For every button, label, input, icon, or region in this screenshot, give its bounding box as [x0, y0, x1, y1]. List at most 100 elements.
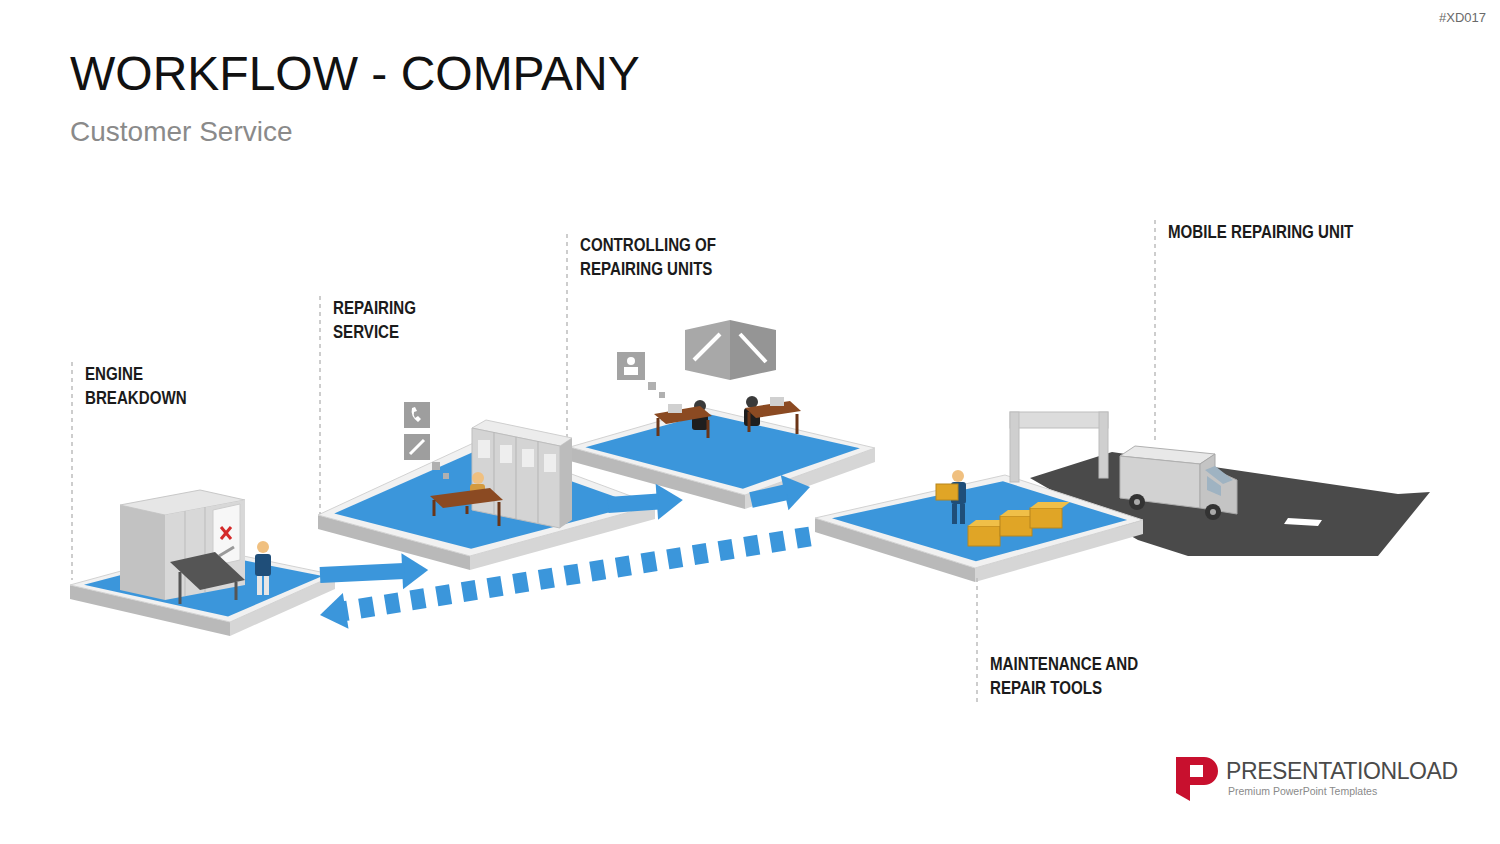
platform-rim: [815, 475, 1143, 568]
worker-part: [257, 541, 269, 553]
engine-machine-part: [205, 507, 206, 592]
step-label: MAINTENANCE AND REPAIR TOOLS: [990, 652, 1192, 700]
arrow-head: [656, 484, 683, 520]
controlling-office-part: [707, 420, 710, 438]
service-office-part: [494, 432, 495, 514]
engine-machine-part: [185, 511, 186, 596]
service-office-part: [470, 484, 485, 500]
engine-machine-part: [221, 527, 231, 539]
controlling-office-part: [627, 357, 635, 365]
controlling-office-part: [694, 400, 706, 412]
logo-mark: [1176, 757, 1218, 801]
tool-store-part: [1010, 412, 1019, 482]
controlling-office-part: [744, 408, 760, 426]
polygon-shape: [1200, 454, 1237, 514]
service-office-part: [410, 440, 424, 454]
page-title: WORKFLOW - COMPANY: [70, 46, 640, 101]
slide-code: #XD017: [1439, 10, 1486, 25]
engine-machine-part: [235, 582, 238, 600]
node-shape: [1115, 440, 1240, 525]
controlling-office-part: [624, 367, 638, 375]
node-shape: [70, 540, 320, 640]
circle-shape: [1205, 504, 1221, 520]
engine-machine-part: [120, 490, 245, 515]
platform-floor: [832, 481, 1127, 561]
worker-part: [255, 554, 271, 576]
service-office-part: [478, 440, 490, 458]
tool-store-part: [1000, 516, 1032, 536]
service-office-part: [538, 441, 539, 523]
truck-node: MOBILE REPAIRING UNIT: [1115, 440, 1240, 525]
flow-arrow: [608, 484, 683, 520]
leader-lines: [72, 220, 1155, 702]
process-platform: MAINTENANCE AND REPAIR TOOLS: [810, 465, 1140, 575]
tool-store-part: [968, 526, 1000, 546]
logo-mark-part: [1176, 757, 1218, 801]
process-platform: REPAIRING SERVICE: [318, 440, 608, 570]
controlling-office-part: [694, 334, 720, 360]
service-office-part: [560, 438, 572, 528]
arrow-head: [781, 475, 810, 510]
engine-machine: [120, 490, 245, 604]
platform-floor: [585, 414, 860, 489]
engine-machine-part: [221, 527, 231, 539]
step-label: MOBILE REPAIRING UNIT: [1168, 220, 1357, 244]
tool-store-part: [952, 470, 964, 482]
controlling-office-part: [657, 418, 660, 436]
leader-lines-part: [71, 362, 73, 580]
logo-mark-part: [1190, 765, 1203, 777]
service-office-part: [404, 434, 430, 460]
service-office-part: [472, 472, 484, 484]
engine-machine-part: [213, 504, 240, 566]
controlling-office-part: [692, 412, 708, 430]
circle-shape: [1134, 499, 1140, 505]
controlling-office-part: [659, 392, 665, 398]
service-office-part: [433, 500, 436, 516]
arrow-head: [401, 553, 428, 589]
controlling-office-part: [730, 320, 776, 380]
controlling-office-part: [745, 401, 801, 418]
service-office-part: [430, 488, 503, 508]
controlling-office-part: [748, 412, 751, 432]
tool-store-part: [1030, 508, 1062, 528]
node-shape: [810, 465, 1140, 575]
service-office-part: [544, 454, 556, 472]
page-subtitle: Customer Service: [70, 116, 293, 148]
tool-store: [936, 412, 1108, 546]
arrow-shaft: [608, 502, 659, 505]
engine-machine-part: [219, 547, 234, 556]
arrow-shaft: [320, 571, 404, 575]
service-office-part: [472, 420, 572, 446]
leader-lines-part: [566, 234, 568, 442]
controlling-office-part: [617, 352, 645, 380]
controlling-office-part: [796, 414, 799, 434]
flow-arrow: [751, 475, 810, 510]
service-office-part: [516, 437, 517, 519]
truck: [1120, 446, 1237, 520]
step-label: ENGINE BREAKDOWN: [85, 362, 219, 410]
leader-lines-part: [319, 296, 321, 514]
controlling-office-part: [740, 334, 766, 362]
tool-store-part: [952, 504, 957, 524]
service-office-part: [412, 407, 421, 422]
brand-tagline: Premium PowerPoint Templates: [1228, 785, 1377, 797]
engine-machine-part: [170, 552, 245, 590]
service-office-part: [432, 462, 440, 470]
controlling-office-part: [746, 396, 758, 408]
flow-arrow: [320, 553, 428, 589]
tool-store-part: [936, 484, 958, 500]
tool-store-part: [1030, 502, 1070, 508]
step-label: CONTROLLING OF REPAIRING UNITS: [580, 233, 773, 281]
worker-part: [264, 576, 269, 595]
tool-store-part: [1000, 510, 1040, 516]
engine-machine-part: [120, 505, 165, 600]
worker: [255, 541, 271, 595]
circle-shape: [1210, 509, 1216, 515]
service-office-part: [443, 473, 449, 479]
service-office-part: [466, 506, 469, 514]
node-shape: [318, 440, 608, 570]
tool-store-part: [1099, 412, 1108, 478]
arrow-shaft: [751, 492, 787, 500]
node-shape: [565, 400, 875, 500]
